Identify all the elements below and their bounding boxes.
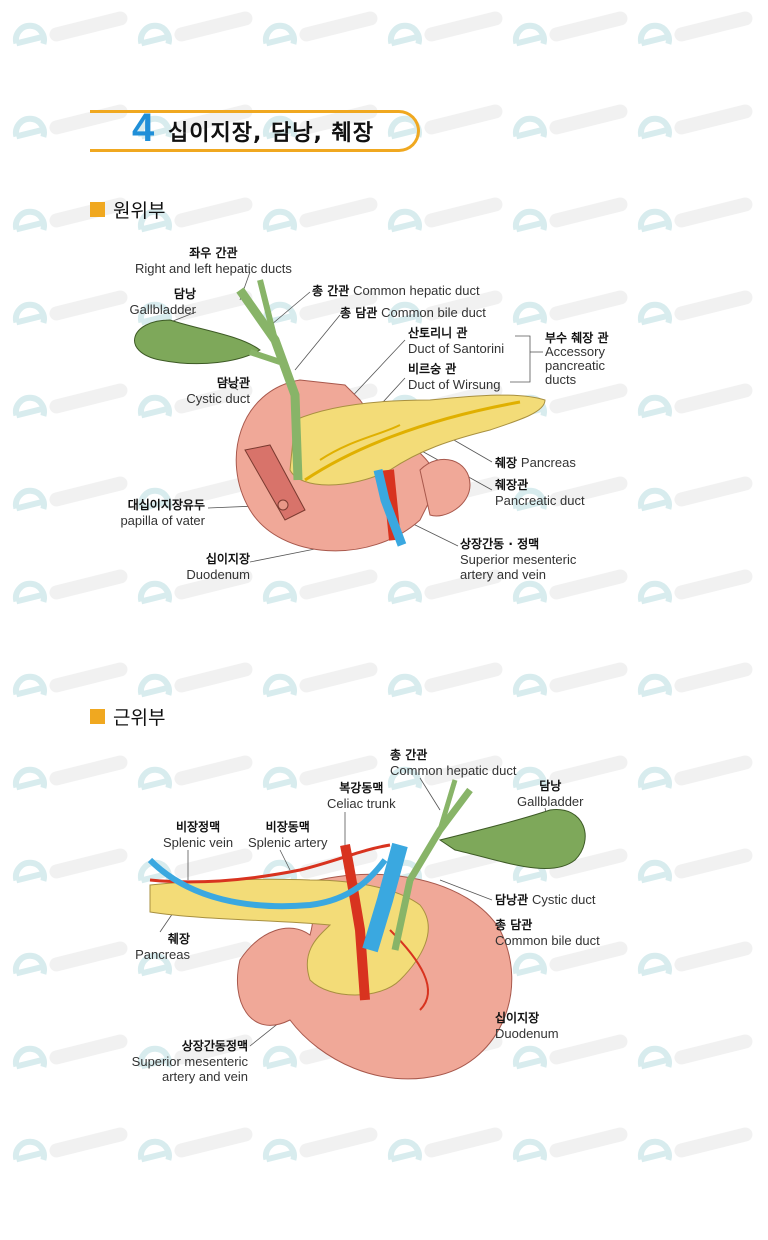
label-common-hepatic-duct: 총 간관 Common hepatic duct: [312, 283, 480, 298]
label-pancreas: 췌장 Pancreas: [495, 455, 576, 470]
bullet-square-icon: [90, 709, 105, 724]
page-title: 4 십이지장, 담낭, 췌장: [90, 106, 420, 152]
section-heading-proximal: 근위부: [90, 703, 165, 730]
section-heading-distal: 원위부: [90, 196, 165, 223]
title-text: 십이지장, 담낭, 췌장: [168, 121, 374, 146]
section-title: 원위부: [113, 200, 166, 222]
label-cystic-duct-2: 담낭관 Cystic duct: [495, 892, 596, 907]
gallbladder-shape: [438, 809, 586, 870]
distal-diagram: [134, 271, 546, 563]
section-title: 근위부: [113, 707, 166, 729]
bullet-square-icon: [90, 202, 105, 217]
gallbladder-shape: [134, 319, 261, 365]
title-underline: [90, 110, 420, 152]
label-common-bile-duct: 총 담관 Common bile duct: [340, 305, 486, 320]
pancreas-shape: [289, 394, 546, 486]
title-number: 4: [132, 106, 155, 150]
